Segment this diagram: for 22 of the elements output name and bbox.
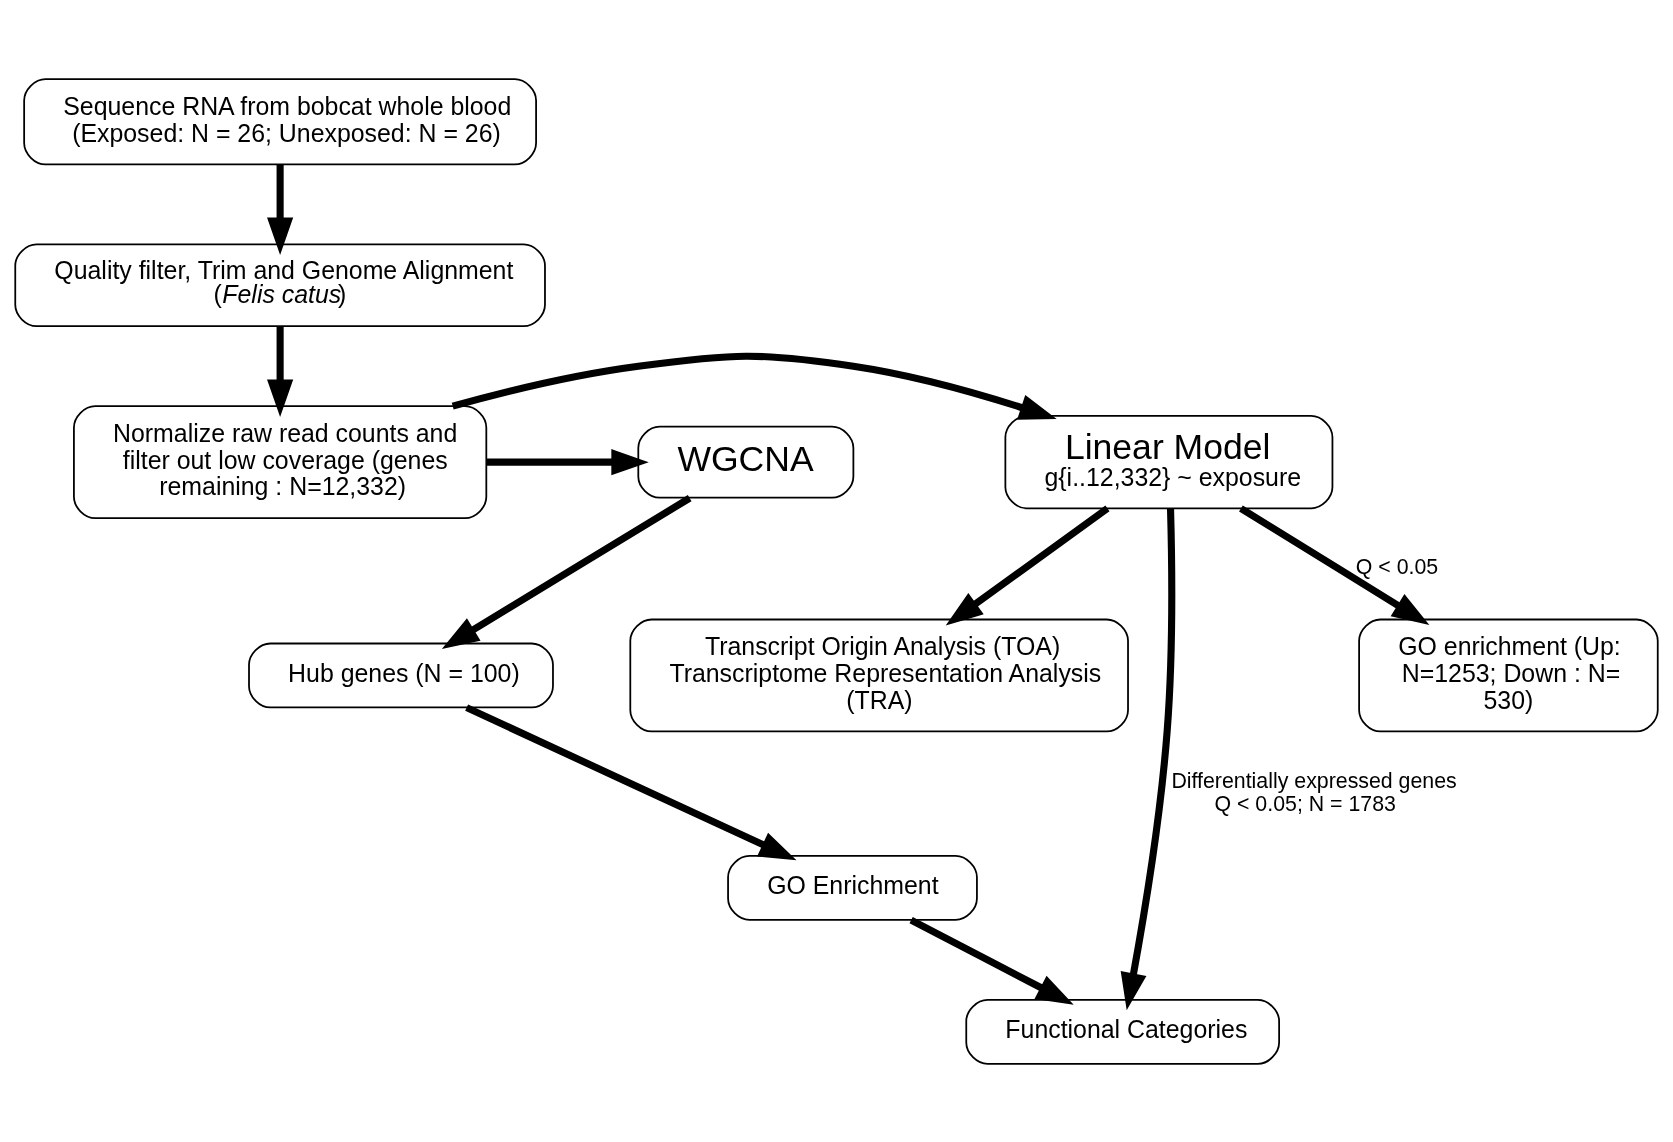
- node-box: GO enrichment (Up: N=1253; Down : N= 530): [1358, 618, 1659, 732]
- arrow: [465, 703, 797, 860]
- edge-label: Q < 0.05: [1355, 554, 1439, 579]
- node-box: Sequence RNA from bobcat whole blood (Exposed: N = 26; Unexposed: N = 26): [23, 77, 537, 165]
- arrow: [1120, 507, 1176, 1010]
- arrow: [267, 325, 294, 417]
- arrow: [451, 352, 1057, 420]
- node-box: GO Enrichment: [727, 854, 978, 921]
- arrow: [441, 494, 692, 649]
- arrow: [486, 448, 649, 475]
- node-box: WGCNA: [637, 425, 855, 499]
- arrow: [909, 916, 1074, 1005]
- node-box: Quality filter, Trim and Genome Alignment (Felis catus): [14, 243, 546, 327]
- node-box: Functional Categories: [965, 998, 1280, 1065]
- arrow: [267, 164, 294, 255]
- arrow: [945, 505, 1110, 626]
- node-box: Normalize raw read counts and filter out low coverage (genes remaining : N=12,332): [73, 404, 488, 519]
- node-box: Transcript Origin Analysis (TOA) Transcriptome Representation Analysis (TRA): [629, 618, 1129, 732]
- edge-label: Differentially expressed genes Q < 0.05; N = 1783: [1171, 768, 1457, 816]
- node-box: Linear Model g{i..12,332} ~ exposure: [1004, 414, 1334, 509]
- node-box: Hub genes (N = 100): [248, 642, 554, 708]
- arrow: [1239, 504, 1430, 625]
